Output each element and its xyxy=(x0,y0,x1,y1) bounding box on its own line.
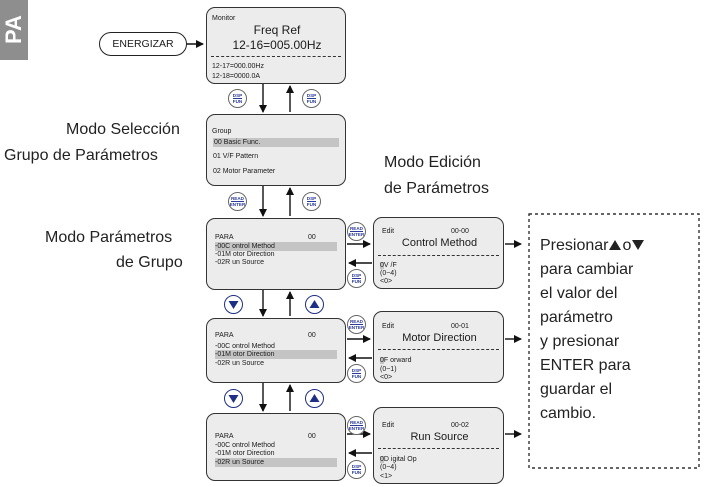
instructions-line: cambio. xyxy=(540,405,597,422)
edit-code: 00-01 xyxy=(451,323,469,330)
param-screen-group: 00 xyxy=(308,332,316,339)
edit-title: Edit xyxy=(382,422,395,429)
edit-value[interactable]: 0V /F xyxy=(380,262,397,269)
param-screen-3: PARA 00 -00C ontrol Method -01M otor Dir… xyxy=(206,413,346,481)
param-item[interactable]: -00C ontrol Method xyxy=(215,343,275,350)
monitor-screen: Monitor Freq Ref 12-16=005.00Hz 12-17=00… xyxy=(206,7,346,84)
group-item-1[interactable]: 01 V/F Pattern xyxy=(213,153,259,160)
energize-button[interactable]: ENERGIZAR xyxy=(99,32,187,56)
edit-divider xyxy=(378,448,499,449)
instructions-line: para cambiar xyxy=(540,261,634,278)
down-arrow-button[interactable] xyxy=(224,295,243,314)
triangle-up-icon xyxy=(309,300,320,308)
edit-divider xyxy=(378,349,499,350)
param-screen-title: PARA xyxy=(215,234,234,241)
param-mode-label-2: de Grupo xyxy=(116,254,183,271)
instructions-line: guardar el xyxy=(540,381,613,398)
param-item[interactable]: -01M otor Direction xyxy=(215,251,275,258)
edit-title: Edit xyxy=(382,228,395,235)
edit-param-name: Motor Direction xyxy=(402,332,477,344)
edit-value[interactable]: 0F orward xyxy=(380,357,412,364)
edit-screen-3: Edit 00-02 Run Source 0D igital Op (0~4)… xyxy=(373,407,504,484)
monitor-line1: Freq Ref xyxy=(253,23,301,37)
group-mode-label-1: Modo Selección xyxy=(66,121,180,138)
edit-default: <0> xyxy=(380,374,393,381)
edit-default: <1> xyxy=(380,473,393,480)
group-item-0[interactable]: 00 Basic Func. xyxy=(213,138,339,147)
edit-mode-label-1: Modo Edición xyxy=(384,154,481,171)
param-screen-group: 00 xyxy=(308,234,316,241)
edit-code: 00-02 xyxy=(451,422,469,429)
group-title: Group xyxy=(212,128,232,135)
up-arrow-button[interactable] xyxy=(305,389,324,408)
instructions-line: parámetro xyxy=(540,309,613,326)
instructions-line: ENTER para xyxy=(540,357,631,374)
edit-range: (0~1) xyxy=(380,366,397,373)
monitor-divider xyxy=(211,56,341,57)
param-item[interactable]: -02R un Source xyxy=(215,259,265,266)
edit-code: 00-00 xyxy=(451,228,469,235)
param-screen-title: PARA xyxy=(215,332,234,339)
group-item-2[interactable]: 02 Motor Parameter xyxy=(213,168,276,175)
param-item[interactable]: -01M otor Direction xyxy=(215,350,337,359)
monitor-sub2: 12-18=0000.0A xyxy=(212,73,261,80)
monitor-line2: 12-16=005.00Hz xyxy=(232,38,322,52)
edit-param-name: Run Source xyxy=(410,431,469,443)
param-screen-2: PARA 00 -00C ontrol Method -01M otor Dir… xyxy=(206,318,346,383)
param-item[interactable]: -02R un Source xyxy=(215,360,265,367)
monitor-sub1: 12-17=000.00Hz xyxy=(212,63,264,70)
monitor-title: Monitor xyxy=(212,15,236,22)
param-mode-label-1: Modo Parámetros xyxy=(45,229,173,246)
edit-divider xyxy=(378,255,499,256)
param-item[interactable]: -02R un Source xyxy=(215,458,337,467)
edit-title: Edit xyxy=(382,323,395,330)
param-item[interactable]: -00C ontrol Method xyxy=(215,242,337,251)
edit-screen-1: Edit 00-00 Control Method 0V /F (0~4) <0… xyxy=(373,217,504,289)
group-screen: Group 00 Basic Func. 01 V/F Pattern 02 M… xyxy=(206,114,346,186)
instructions-line: el valor del xyxy=(540,285,618,302)
param-item[interactable]: -00C ontrol Method xyxy=(215,442,275,449)
instructions-line: y presionar xyxy=(540,333,620,350)
triangle-down-icon xyxy=(632,240,645,250)
edit-screen-2: Edit 00-01 Motor Direction 0F orward (0~… xyxy=(373,311,504,383)
triangle-down-icon xyxy=(228,301,239,309)
edit-value[interactable]: 0D igital Op xyxy=(380,456,417,463)
energize-label: ENERGIZAR xyxy=(112,38,174,50)
triangle-up-icon xyxy=(309,394,320,402)
param-item[interactable]: -01M otor Direction xyxy=(215,450,275,457)
group-mode-label-2: Grupo de Parámetros xyxy=(4,147,158,164)
param-screen-title: PARA xyxy=(215,433,234,440)
edit-range: (0~4) xyxy=(380,464,397,471)
triangle-down-icon xyxy=(228,395,239,403)
param-screen-1: PARA 00 -00C ontrol Method -01M otor Dir… xyxy=(206,218,346,290)
param-screen-group: 00 xyxy=(308,433,316,440)
up-arrow-button[interactable] xyxy=(305,295,324,314)
triangle-up-icon xyxy=(609,240,622,250)
section-tab: PA xyxy=(0,0,28,60)
edit-default: <0> xyxy=(380,278,393,285)
edit-range: (0~4) xyxy=(380,270,397,277)
edit-mode-label-2: de Parámetros xyxy=(384,180,489,197)
down-arrow-button[interactable] xyxy=(224,389,243,408)
edit-param-name: Control Method xyxy=(401,237,478,249)
